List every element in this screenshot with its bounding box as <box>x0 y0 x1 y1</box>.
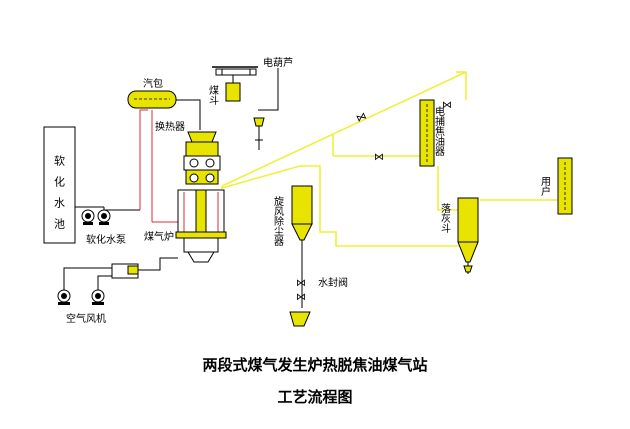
softened-water-pump-1 <box>75 206 95 225</box>
electric-hoist <box>212 66 258 76</box>
drop-ash-hopper-label: 落灰斗 <box>439 203 451 233</box>
coal-hopper-label: 煤斗 <box>207 84 219 105</box>
steam-drum <box>127 90 177 109</box>
water-seal-valve-label: 水封阀 <box>318 276 348 289</box>
water-line-to-drum-1 <box>139 109 148 210</box>
air-blower-1 <box>57 289 71 305</box>
softened-water-pump-label: 软化水泵 <box>86 233 126 246</box>
air-to-gasifier-line <box>138 257 178 271</box>
air-line-2 <box>97 275 112 290</box>
coal-hopper <box>225 82 241 102</box>
heat-exchanger-label: 换热器 <box>155 120 185 133</box>
drop-ash-hopper <box>457 197 479 274</box>
drum-to-gasifier-line <box>176 99 201 130</box>
electric-tar-catcher-label: 电捕焦油器 <box>433 105 445 157</box>
mid-gas-valve: ⋈ <box>374 152 384 163</box>
tar-to-ash-line <box>437 166 466 211</box>
cyclone-dust-collector <box>291 185 313 256</box>
top-gas-line <box>221 71 467 187</box>
gas-to-cyclone <box>221 165 321 190</box>
cyclone-dust-collector-label: 旋风除尘器 <box>272 195 284 247</box>
water-seal-mark-1: ⋈ <box>296 278 306 289</box>
softened-water-pool <box>43 126 76 244</box>
diagram-title: 两段式煤气发生炉热脱焦油煤气站 <box>202 356 427 374</box>
steam-drum-label: 汽包 <box>143 77 163 90</box>
pump-outlet-line <box>103 207 140 211</box>
tar-valve-top: ⋈ <box>442 100 452 111</box>
air-blower-2 <box>91 289 105 305</box>
water-seal-tank <box>289 311 311 327</box>
electric-hoist-label: 电葫芦 <box>263 56 293 69</box>
air-line-1 <box>63 267 112 290</box>
cyclone-to-ash-line <box>319 184 466 247</box>
hoist-rail <box>258 68 279 111</box>
user-label: 用户 <box>539 176 551 197</box>
diagram-subtitle: 工艺流程图 <box>277 388 352 406</box>
feeder-valve <box>253 117 265 150</box>
top-gas-arrow-mark: ⋈ <box>355 111 369 125</box>
water-seal-mark-2: ⋈ <box>296 292 306 303</box>
softened-water-pump-2 <box>88 206 111 225</box>
electric-tar-catcher <box>419 99 435 167</box>
softened-water-pool-text: 软化水池 <box>53 154 66 239</box>
air-blower-label: 空气风机 <box>66 312 106 325</box>
gasifier <box>175 131 227 263</box>
gasifier-label: 煤气炉 <box>144 230 174 243</box>
user-tank <box>557 157 573 215</box>
